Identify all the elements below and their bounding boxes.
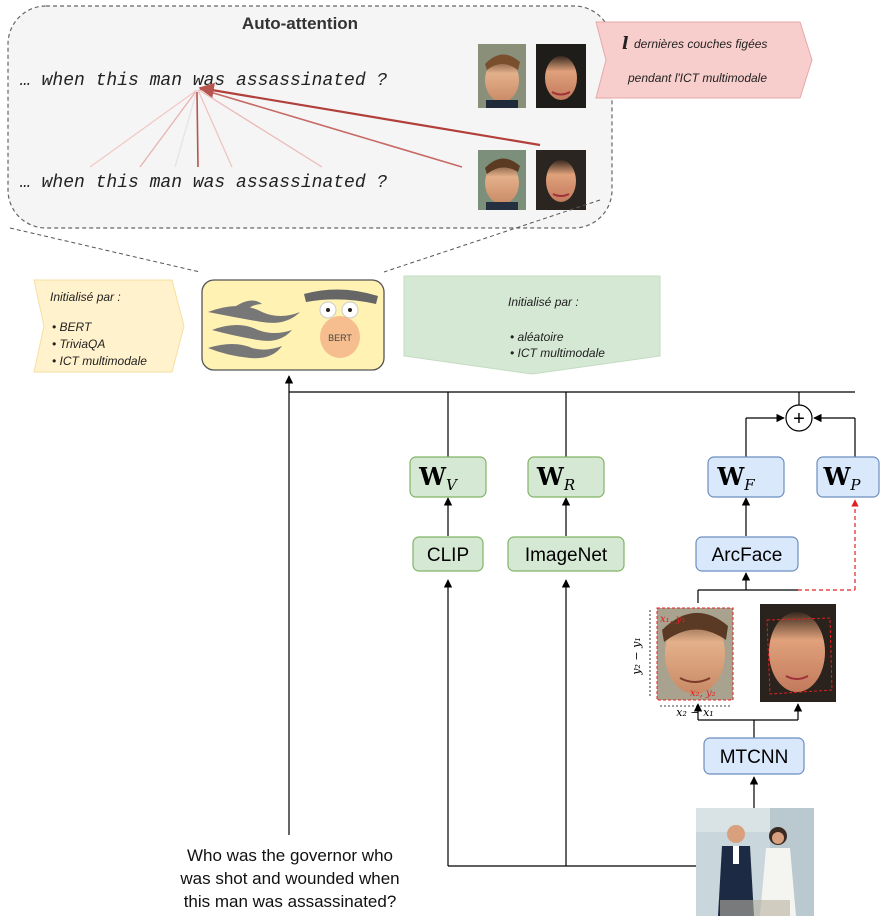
sum-symbol: + — [793, 408, 805, 430]
callout-line-left — [9, 227, 201, 273]
connectors — [284, 375, 856, 867]
bert-model-block: BERT — [201, 279, 385, 371]
wr-label: WR — [536, 462, 575, 494]
face-thumbnail-man-bottom — [478, 150, 526, 210]
wp-projection-block: WP — [816, 456, 880, 498]
wf-label: WF — [716, 462, 755, 494]
init-right-note: Initialisé par : • aléatoire • ICT multi… — [403, 275, 661, 375]
init-left-item-ict: • ICT multimodale — [52, 354, 147, 368]
frozen-layers-note: l dernières couches figées pendant l'ICT… — [595, 21, 813, 99]
init-right-item-ict: • ICT multimodale — [510, 346, 605, 360]
init-left-item-bert: • BERT — [52, 320, 93, 334]
callout-line-right — [383, 199, 601, 273]
face-crop-woman — [760, 604, 836, 702]
sum-node: + — [785, 404, 813, 432]
imagenet-label: ImageNet — [525, 545, 608, 566]
mtcnn-detector-block: MTCNN — [703, 737, 805, 775]
wv-label: WV — [418, 462, 459, 494]
wp-label: WP — [822, 462, 861, 494]
init-right-item-random: • aléatoire — [510, 330, 564, 344]
init-left-note: Initialisé par : • BERT • TriviaQA • ICT… — [33, 279, 185, 373]
face-thumbnail-man-top — [478, 44, 526, 108]
frozen-note-symbol: l — [622, 34, 629, 54]
question-line-3: this man was assassinated? — [184, 892, 397, 911]
face-thumbnail-woman-bottom — [536, 150, 586, 210]
arcface-label: ArcFace — [712, 545, 783, 566]
bbox-height-label: y₂ − y₁ — [630, 637, 643, 675]
bbox-width-label: x₂ − x₁ — [676, 706, 713, 719]
question-line-1: Who was the governor who — [187, 846, 393, 865]
attention-lines — [89, 82, 541, 168]
face-crop-man: x₁, y₁ x₂, y₂ — [656, 607, 734, 701]
init-left-title: Initialisé par : — [50, 290, 121, 304]
bbox-label-top-left: x₁, y₁ — [660, 614, 686, 625]
question-line-2: was shot and wounded when — [179, 869, 399, 888]
attention-sentence-top: … when this man was assassinated ? — [20, 71, 387, 91]
bert-label: BERT — [328, 333, 352, 343]
bbox-label-bottom-right: x₂, y₂ — [690, 688, 716, 699]
frozen-note-line2: pendant l'ICT multimodale — [627, 71, 767, 85]
init-left-item-triviaqa: • TriviaQA — [52, 337, 105, 351]
wv-projection-block: WV — [409, 456, 487, 498]
question-text: Who was the governor who was shot and wo… — [179, 846, 399, 911]
frozen-note-line1: dernières couches figées — [634, 37, 767, 51]
mtcnn-label: MTCNN — [720, 747, 789, 768]
input-photo — [696, 808, 814, 916]
attention-sentence-bottom: … when this man was assassinated ? — [20, 173, 387, 193]
bbox-dimensions — [649, 610, 730, 707]
bert-character-icon: BERT — [304, 289, 378, 358]
wf-projection-block: WF — [707, 456, 785, 498]
attention-panel: Auto-attention … when this man was assas… — [7, 5, 613, 229]
arcface-encoder-block: ArcFace — [695, 536, 799, 572]
clip-label: CLIP — [427, 545, 469, 566]
imagenet-encoder-block: ImageNet — [507, 536, 625, 572]
face-thumbnail-woman-top — [536, 44, 586, 108]
clip-encoder-block: CLIP — [412, 536, 484, 572]
wr-projection-block: WR — [527, 456, 605, 498]
flames-icon — [208, 300, 300, 359]
landmark-connector — [798, 499, 859, 591]
init-right-title: Initialisé par : — [508, 295, 579, 309]
attention-title: Auto-attention — [242, 14, 358, 33]
